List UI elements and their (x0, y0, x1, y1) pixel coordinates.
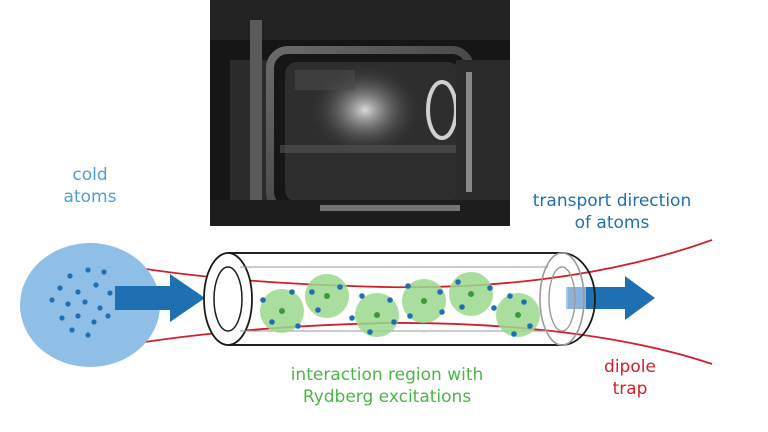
rydberg-excitations (260, 272, 540, 337)
transport-label-line-1: transport direction (512, 190, 712, 212)
dipole-label-line-1: dipole (590, 356, 670, 378)
interaction-region-label: interaction region with Rydberg excitati… (262, 364, 512, 408)
interaction-label-line-1: interaction region with (262, 364, 512, 386)
cold-atoms-label: cold atoms (40, 164, 140, 208)
transport-direction-label: transport direction of atoms (512, 190, 712, 234)
cold-atoms-label-line-1: cold (40, 164, 140, 186)
interaction-label-line-2: Rydberg excitations (262, 386, 512, 408)
transport-label-line-2: of atoms (512, 212, 712, 234)
cold-atoms-label-line-2: atoms (40, 186, 140, 208)
dipole-trap-label: dipole trap (590, 356, 670, 400)
dipole-label-line-2: trap (590, 378, 670, 400)
